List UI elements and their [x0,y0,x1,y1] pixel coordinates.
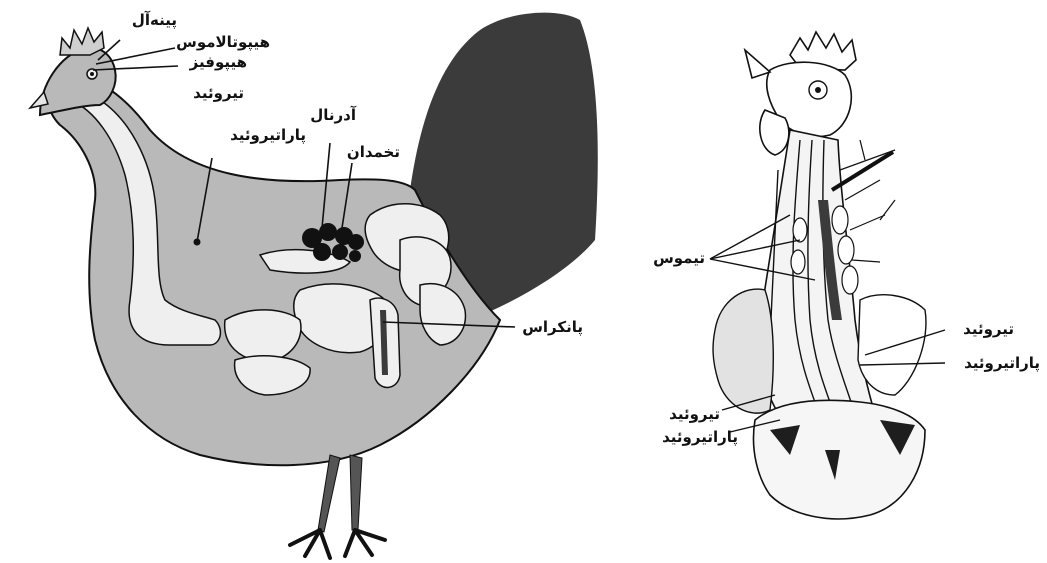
rooster-thorax [753,400,925,519]
label-ovary: تخمدان [347,143,400,161]
label-thyroid-left: تیروئید [193,84,244,102]
hen-leg-right [350,455,362,530]
rooster-instrument [832,152,893,190]
hen-foot-right [345,530,385,556]
hen-foot-left [290,530,330,558]
label-parathyroid-right-upper: پاراتیروئید [964,354,1040,373]
label-thymus: تیموس [653,249,705,267]
label-thyroid-right-upper: تیروئید [963,320,1014,338]
rooster-lung [713,289,773,413]
label-parathyroid-left: پاراتیروئید [230,126,306,145]
label-pancreas: پانکراس [522,318,583,337]
label-thyroid-right-lower: تیروئید [669,405,720,423]
rooster-shoulder [858,295,926,395]
label-pineal: پینه‌آل [132,11,177,30]
hen-figure: پینه‌آل هیپوتالاموس هیپوفیز تیروئید پارا… [30,11,598,558]
rooster-figure: تیموس تیروئید پاراتیروئید تیروئید پاراتی… [653,32,1040,519]
label-pituitary: هیپوفیز [189,53,247,72]
label-parathyroid-right-lower: پاراتیروئید [662,428,738,447]
label-adrenal: آدرنال [310,106,357,124]
rooster-neck [759,130,880,430]
hen-comb [60,28,104,55]
hen-leg-left [318,455,340,532]
rooster-beak [745,50,770,78]
label-hypothalamus: هیپوتالاموس [176,33,270,52]
